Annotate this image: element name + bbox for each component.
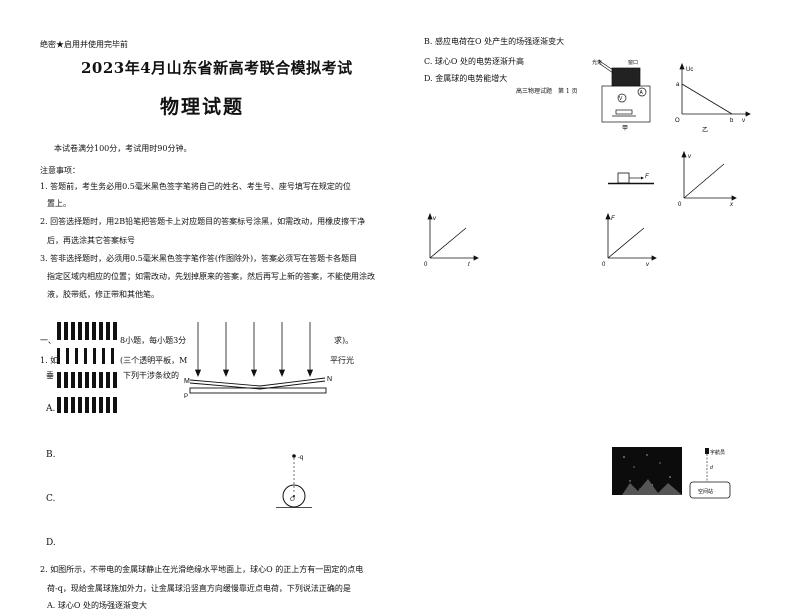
note-3c: 液，胶带纸，修正带和其他笔。: [47, 290, 159, 299]
subject-title: 物理试题: [160, 96, 245, 118]
vx-0-label: 0: [678, 202, 682, 208]
section1-start: 一、: [40, 336, 56, 345]
note-1b: 置上。: [47, 199, 71, 208]
note-2a: 2. 回答选择题时，用2B铅笔把答题卡上对应题目的答案标号涂黑，如需改动，用橡皮…: [40, 217, 366, 226]
note-1a: 1. 答题前，考生务必用0.5毫米黑色签字笔将自己的姓名、考生号、座号填写在规定…: [40, 182, 351, 191]
option-b: B.: [46, 450, 56, 460]
page-footer: 高三物理试题 第 1 页: [516, 88, 578, 95]
note-3b: 指定区域内相应的位置；如需改动，先划掉原来的答案，然后再写上新的答案，不能使用涂…: [47, 272, 375, 281]
note-2b: 后，再选涂其它答案标号: [47, 236, 135, 245]
vt-t-label: t: [468, 262, 470, 268]
q2-line2: 荷-q，现给金属球施加外力，让金属球沿竖直方向缓慢靠近点电荷，下列说法正确的是: [47, 584, 351, 593]
vx-x-label: x: [729, 202, 734, 208]
block-force-figure: F: [608, 172, 654, 185]
intro-text: 本试卷满分100分，考试用时90分钟。: [54, 144, 192, 153]
q2-line1: 2. 如图所示，不带电的金属球静止在光滑绝缘水平地面上，球心O 的正上方有一固定…: [40, 565, 364, 574]
svg-text:A: A: [640, 90, 644, 96]
q2-option-d: D. 金属球的电势能增大: [424, 74, 508, 83]
light-beam-label: 光束: [592, 59, 602, 66]
vx-v-label: v: [688, 154, 692, 160]
distance-d-label: d: [710, 465, 713, 471]
section1-end: 求)。: [334, 336, 354, 345]
secret-label: 绝密★启用并使用完毕前: [40, 40, 128, 49]
label-p: P: [184, 394, 188, 400]
photoelectric-circuit-figure: V A 光束 窗口 甲: [592, 59, 651, 132]
notes-heading: 注意事项：: [40, 166, 80, 175]
q2-option-c: C. 球心O 处的电势逐渐升高: [424, 57, 525, 66]
option-d: D.: [46, 538, 56, 548]
v-t-graph: v 0 t: [424, 212, 479, 268]
charge-label: -q: [298, 455, 303, 461]
fv-0-label: 0: [602, 262, 606, 268]
figure-jia-label: 甲: [622, 125, 628, 132]
figure-yi-label: 乙: [702, 127, 708, 134]
force-f-label: F: [645, 174, 649, 180]
graph-nu-label: ν: [742, 118, 745, 124]
graph-a-label: a: [676, 82, 680, 88]
fringe-pattern-q1: [57, 348, 119, 364]
q1-start: 1. 如: [40, 356, 59, 365]
f-v-graph: F 0 v: [602, 212, 657, 268]
q1-end: 平行光: [330, 356, 354, 365]
graph-o-label: O: [675, 118, 680, 124]
exam-title: 2023年4月山东省新高考联合模拟考试: [81, 59, 353, 77]
charge-sphere-figure: -q O: [276, 454, 312, 508]
uc-axis-label: Uc: [686, 67, 693, 73]
v-x-graph: v 0 x: [678, 150, 737, 208]
label-m: M: [184, 378, 190, 385]
space-station-label: 空间站: [698, 488, 713, 495]
uc-nu-graph: Uc a b ν O 乙: [675, 62, 751, 134]
graph-b-label: b: [730, 118, 734, 124]
center-label: O: [290, 497, 295, 503]
q1-line2b: 下列干涉条纹的: [123, 371, 179, 380]
window-label: 窗口: [628, 59, 638, 66]
q2-option-a: A. 球心O 处的场强逐渐变大: [47, 601, 147, 610]
vt-0-label: 0: [424, 262, 428, 268]
option-a: A.: [46, 404, 56, 414]
astronaut-station-diagram: 宇航员 d 空间站: [689, 448, 731, 499]
section1-mid: 8小题，每小题3分: [120, 336, 187, 345]
fringe-pattern-a: [57, 397, 119, 413]
fringe-pattern-top: [57, 322, 119, 340]
q2-option-b: B. 感应电荷在O 处产生的场强逐渐变大: [424, 37, 565, 46]
q1-line2a: 垂: [46, 371, 54, 380]
svg-text:V: V: [619, 96, 623, 102]
fv-v-label: v: [646, 262, 650, 268]
fringe-pattern-row3: [57, 372, 119, 388]
q1-mid: (三个透明平板，M: [120, 356, 188, 365]
space-photo: [612, 447, 682, 495]
astronaut-label: 宇航员: [710, 449, 725, 456]
vt-v-label: v: [433, 216, 437, 222]
note-3a: 3. 答非选择题时，必须用0.5毫米黑色签字笔作答(作图除外)，答案必须写在答题…: [40, 254, 358, 263]
option-c: C.: [46, 494, 56, 504]
label-n: N: [327, 376, 332, 383]
fv-f-label: F: [611, 216, 615, 222]
plates-light-figure: M N P: [184, 322, 332, 400]
